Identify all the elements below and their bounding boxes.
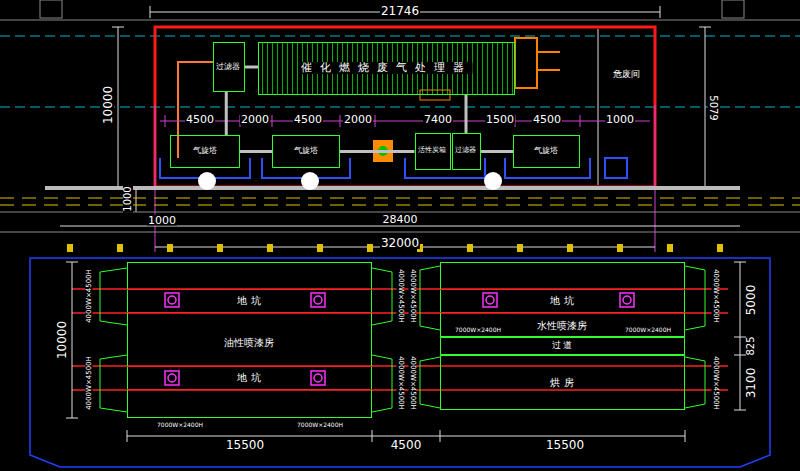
dimension-text: 1500	[485, 114, 515, 125]
node-label: 烘 房	[549, 377, 574, 388]
door-size: 7000W×2400H	[624, 327, 672, 333]
equipment-box: 气旋塔	[513, 135, 580, 168]
dimension-text: 32000	[380, 237, 420, 249]
door-size: 4000W×4500H	[86, 268, 93, 324]
dimension-text: 10000	[102, 85, 114, 125]
equipment-box: 气旋塔	[170, 135, 240, 168]
dimension-text: 1000	[123, 185, 133, 212]
equipment-box: 气旋塔	[272, 135, 340, 168]
door-size: 7000W×2400H	[296, 422, 344, 428]
dimension-text: 28400	[382, 214, 419, 225]
dimension-text: 1000	[605, 114, 635, 125]
pit-band: 地 坑	[127, 289, 372, 313]
node-label: 气旋塔	[293, 147, 319, 156]
dimension-text: 4500	[532, 114, 562, 125]
door-size: 4000W×4500H	[409, 268, 416, 324]
equipment-box: 过滤器	[452, 133, 481, 170]
dimension-text: 4500	[390, 439, 423, 451]
door-size: 4000W×4500H	[409, 355, 416, 411]
dimension-text: 4500	[293, 114, 323, 125]
door-size: 4000W×4500H	[397, 268, 404, 324]
dimension-text: 5079	[708, 94, 718, 121]
dimension-text: 2000	[240, 114, 270, 125]
door-size: 4000W×4500H	[397, 355, 404, 411]
equipment-box: 催化燃烧废气处理器	[258, 42, 515, 95]
node-label: 过滤器	[454, 147, 477, 155]
storage-room: 危废间	[600, 55, 652, 95]
node-label: 过 道	[551, 341, 574, 351]
node-label: 地 坑	[236, 372, 261, 383]
pit-band: 地 坑	[127, 366, 372, 390]
node-label: 过滤器	[215, 62, 241, 71]
door-size: 4000W×4500H	[86, 355, 93, 411]
node-label: 催化燃烧废气处理器	[300, 62, 473, 74]
node-label: 气旋塔	[533, 147, 559, 156]
door-size: 4000W×4500H	[712, 268, 719, 324]
room-box: 油性喷漆房地 坑地 坑	[127, 262, 372, 418]
node-label: 水性喷漆房	[536, 319, 588, 330]
duct-connector	[240, 150, 272, 153]
dimension-text: 15500	[225, 439, 265, 451]
duct-connector	[340, 150, 415, 153]
equipment-box: 过滤器	[213, 42, 245, 92]
node-label: 油性喷漆房	[223, 336, 275, 347]
door-size: 7000W×2400H	[156, 422, 204, 428]
dimension-text: 5000	[745, 284, 757, 317]
duct-connector	[245, 66, 259, 69]
door-size: 4000W×4500H	[712, 355, 719, 411]
equipment-box: 活性炭箱	[415, 133, 451, 170]
room-box: 过 道	[440, 337, 685, 355]
dimension-text: 3100	[745, 367, 757, 400]
duct-connector	[225, 92, 228, 135]
room-box: 烘 房	[440, 355, 685, 410]
node-label: 地 坑	[549, 295, 574, 306]
dimension-text: 10000	[56, 320, 68, 360]
dimension-text: 15500	[545, 439, 585, 451]
door-size: 7000W×2400H	[454, 327, 502, 333]
dimension-text: 825	[746, 335, 756, 356]
node-label: 地 坑	[236, 295, 261, 306]
duct-connector	[465, 95, 468, 133]
duct-connector	[481, 150, 514, 153]
node-label: 气旋塔	[192, 147, 218, 156]
pit-band: 地 坑	[440, 289, 685, 313]
dimension-text: 2000	[343, 114, 373, 125]
node-label: 活性炭箱	[417, 147, 447, 155]
dimension-text: 4500	[185, 114, 215, 125]
node-label: 危废间	[612, 70, 641, 80]
dimension-text: 7400	[423, 114, 453, 125]
dimension-text: 21746	[380, 5, 420, 17]
dimension-text: 1000	[147, 215, 177, 226]
room-box: 水性喷漆房地 坑	[440, 262, 685, 337]
